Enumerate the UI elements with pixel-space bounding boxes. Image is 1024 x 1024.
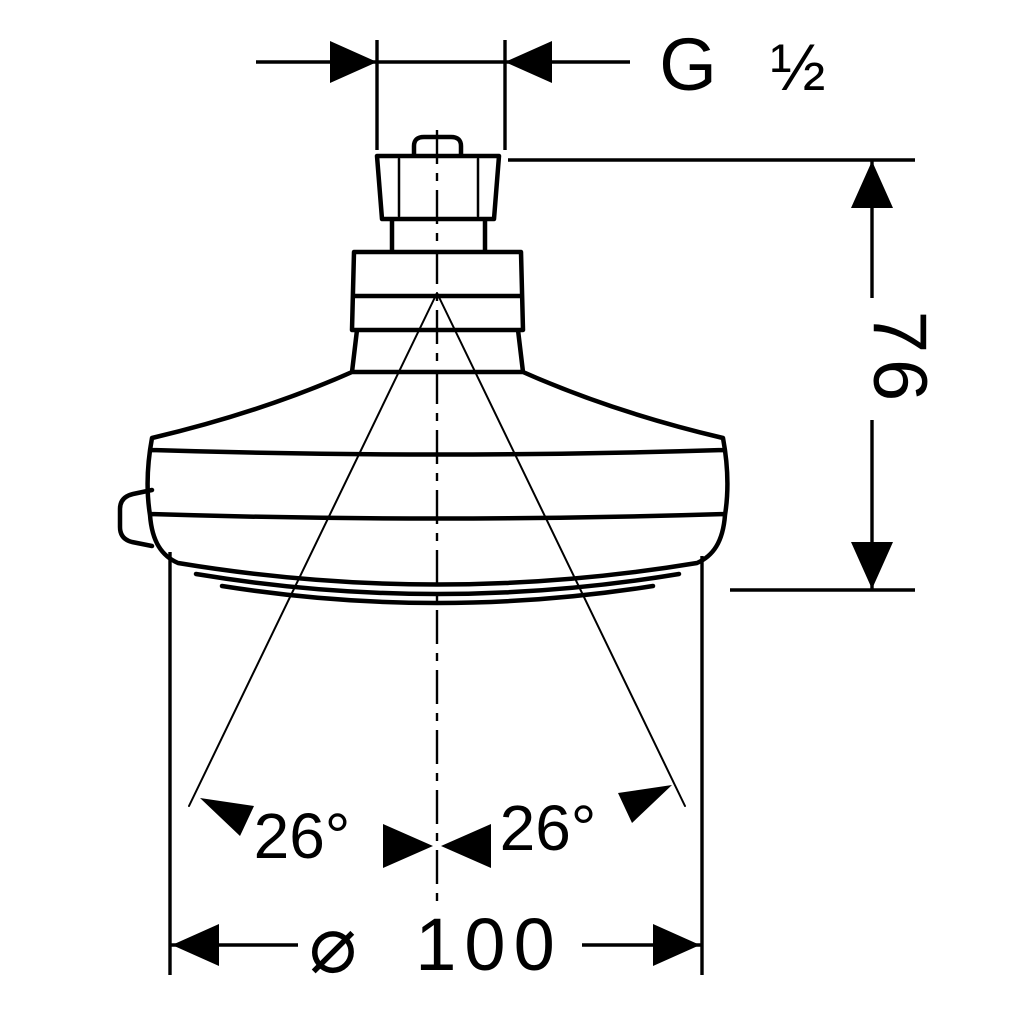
spray-angle-right-label: 26°: [500, 792, 597, 864]
height-dimension-lines: [508, 158, 915, 592]
height-dimension: 76: [508, 158, 942, 592]
connector-facet-lines: [397, 157, 480, 218]
thread-dimension: G ½: [256, 23, 826, 150]
thread-prefix-label: G: [659, 23, 717, 106]
thread-fraction-label: ½: [770, 30, 825, 104]
diameter-symbol-label: ⌀: [309, 900, 357, 989]
spray-angle-arrows-icon: [200, 785, 672, 868]
spray-angle-dimension: 26° 26°: [200, 785, 672, 872]
spray-angle-lines: [188, 292, 686, 807]
diameter-value-label: 100: [415, 903, 562, 986]
shower-head-outline: [117, 134, 730, 606]
diameter-dimension: ⌀ 100: [168, 552, 704, 989]
shower-head-body: [117, 134, 730, 606]
thread-dimension-lines: [256, 40, 630, 150]
height-value-label: 76: [857, 311, 942, 408]
thread-dim-arrows-icon: [330, 41, 552, 83]
height-dim-arrows-icon: [851, 161, 893, 589]
spray-angle-left-label: 26°: [254, 800, 351, 872]
diameter-dimension-lines: [168, 552, 704, 975]
